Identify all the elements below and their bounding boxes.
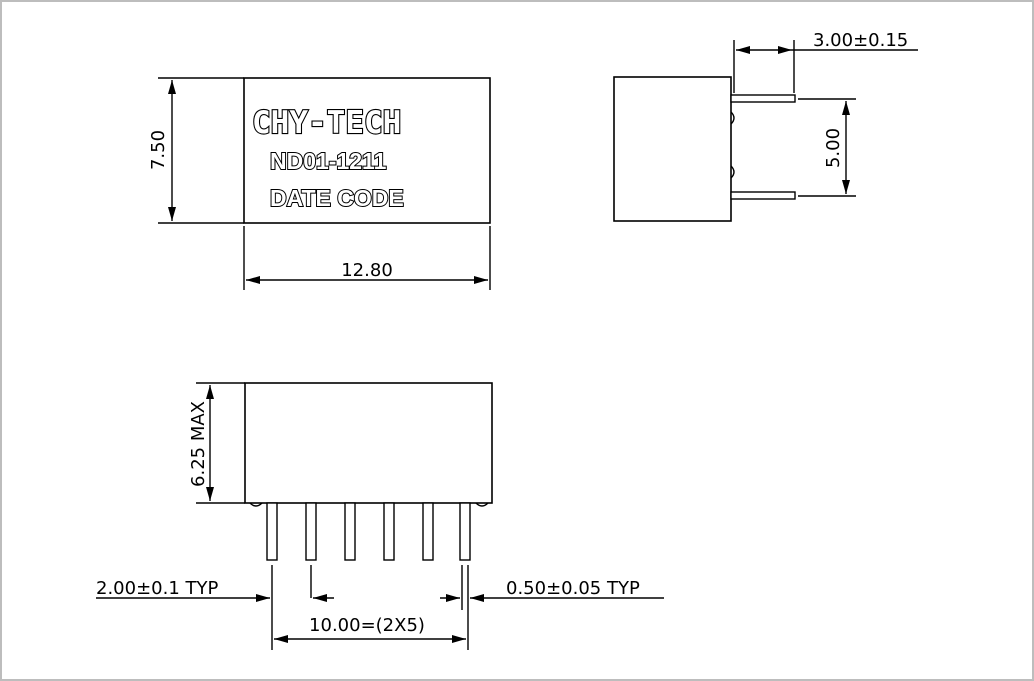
- front-bump-left: [249, 502, 263, 507]
- top-view: CHY-TECH ND01-1211 DATE CODE 7.50 12.80: [148, 77, 491, 290]
- front-pin: [344, 502, 356, 561]
- height-label: 7.50: [148, 130, 169, 170]
- pitch-arrow-left: [256, 594, 270, 602]
- pin-width-arrow-right: [470, 594, 484, 602]
- front-pin: [305, 502, 317, 561]
- row-spacing-arrow-top: [842, 101, 850, 115]
- front-view: 6.25 MAX 2.00±0.1 TYP 0.50±0.05 TYP 10.0…: [96, 382, 664, 650]
- pin-length-arrow-left: [736, 46, 750, 54]
- side-bump-bottom: [730, 165, 735, 179]
- width-arrow-right: [474, 276, 488, 284]
- pin-width-arrow-left: [446, 594, 460, 602]
- side-view-body: [613, 76, 732, 222]
- row-spacing-label: 5.00: [823, 128, 844, 168]
- pin-length-label: 3.00±0.15: [813, 30, 908, 51]
- max-height-label: 6.25 MAX: [188, 401, 209, 487]
- front-pin: [459, 502, 471, 561]
- side-pin-bottom: [730, 191, 796, 200]
- front-pin: [383, 502, 395, 561]
- pitch-arrow-right: [313, 594, 327, 602]
- front-pin: [266, 502, 278, 561]
- width-arrow-left: [246, 276, 260, 284]
- side-bump-top: [730, 111, 735, 125]
- max-height-arrow-top: [206, 385, 214, 399]
- front-bump-right: [475, 502, 489, 507]
- front-pin: [422, 502, 434, 561]
- part-number-label: ND01-1211: [270, 148, 387, 174]
- pitch-label: 2.00±0.1 TYP: [96, 578, 218, 599]
- height-arrow-bottom: [168, 207, 176, 221]
- max-height-arrow-bottom: [206, 487, 214, 501]
- pin-span-arrow-left: [274, 635, 288, 643]
- side-view: 3.00±0.15 5.00: [613, 30, 918, 222]
- width-label: 12.80: [341, 260, 393, 281]
- pin-span-arrow-right: [452, 635, 466, 643]
- side-pin-top: [730, 94, 796, 103]
- pin-width-label: 0.50±0.05 TYP: [506, 578, 640, 599]
- row-spacing-arrow-bottom: [842, 180, 850, 194]
- front-view-body: [244, 382, 493, 504]
- pin-length-arrow-right: [778, 46, 792, 54]
- brand-label: CHY-TECH: [252, 105, 401, 141]
- pin-span-label: 10.00=(2X5): [309, 615, 425, 636]
- top-view-body: [243, 77, 491, 224]
- date-code-label: DATE CODE: [270, 185, 404, 211]
- height-arrow-top: [168, 80, 176, 94]
